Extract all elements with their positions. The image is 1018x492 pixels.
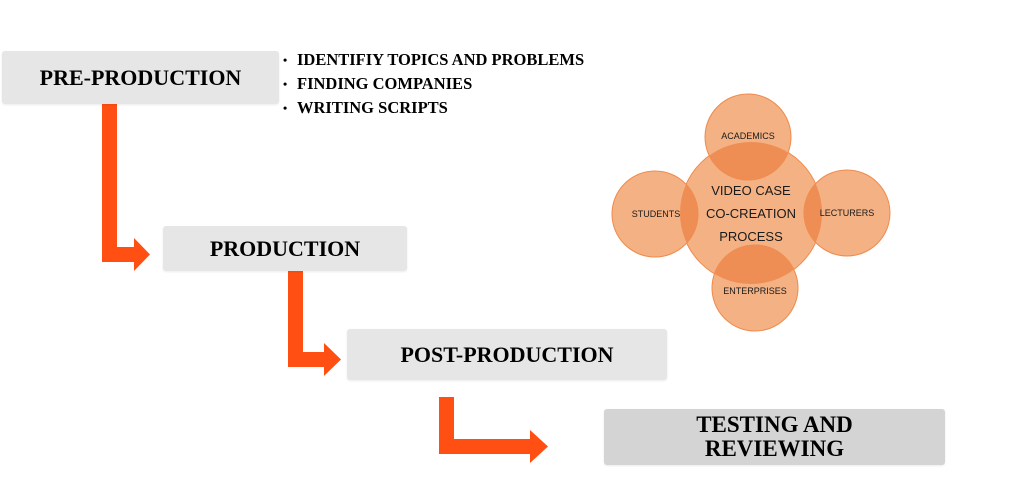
stage-testing-and-reviewing: TESTING AND REVIEWING [604,409,945,465]
stage-post-production: POST-PRODUCTION [347,329,667,380]
venn-right-label: LECTURERS [820,208,875,218]
venn-bottom-label: ENTERPRISES [723,286,787,296]
arrow-pre-to-production [102,104,150,271]
pre-production-task-list: •IDENTIFIY TOPICS AND PROBLEMS •FINDING … [283,48,584,120]
arrow-production-to-post [288,271,341,376]
arrow-post-to-testing [439,397,548,463]
venn-center-line2: CO-CREATION [706,206,796,221]
venn-top-label: ACADEMICS [721,131,775,141]
venn-left-label: STUDENTS [632,209,681,219]
stage-pre-production-label: PRE-PRODUCTION [39,64,242,90]
venn-center-line1: VIDEO CASE [711,183,791,198]
task-item: •FINDING COMPANIES [283,74,473,93]
venn-center-line3: PROCESS [719,229,783,244]
venn-overlap-top [705,142,791,180]
stage-testing-label-line1: TESTING AND [696,411,853,437]
stage-production: PRODUCTION [163,226,407,271]
stage-post-production-label: POST-PRODUCTION [400,341,614,367]
stage-pre-production: PRE-PRODUCTION [2,51,279,104]
venn-overlap-bottom [712,245,798,284]
stage-production-label: PRODUCTION [209,235,361,261]
task-item: •WRITING SCRIPTS [283,98,448,117]
task-item: •IDENTIFIY TOPICS AND PROBLEMS [283,50,585,69]
stage-testing-label-line2: REVIEWING [704,436,845,461]
